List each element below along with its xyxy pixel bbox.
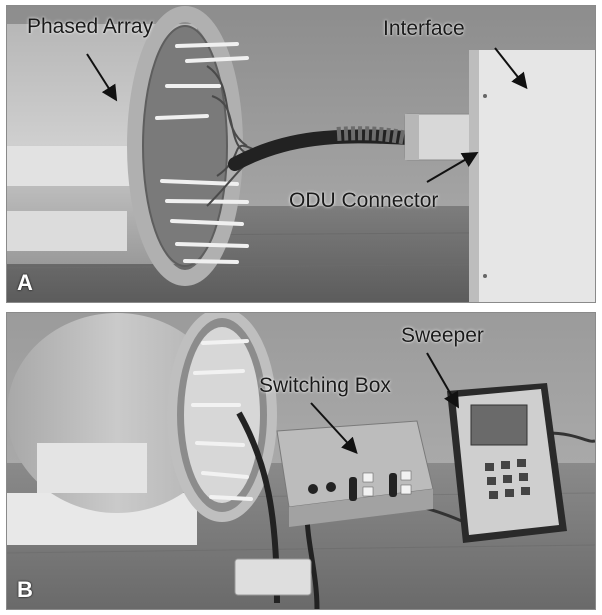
interface-label: Interface (383, 17, 465, 40)
switching-box-label: Switching Box (259, 374, 391, 397)
panel-b-letter: B (17, 577, 33, 602)
panel-b: Sweeper Switching Box B (6, 312, 596, 610)
sweeper-label: Sweeper (401, 324, 484, 347)
odu-connector-label: ODU Connector (289, 189, 439, 212)
panel-a: Phased Array Interface ODU Connector A (6, 5, 596, 303)
phased-array-label: Phased Array (27, 15, 154, 38)
panel-a-photo (7, 6, 595, 302)
panel-a-letter: A (17, 270, 33, 295)
panel-b-photo (7, 313, 595, 609)
